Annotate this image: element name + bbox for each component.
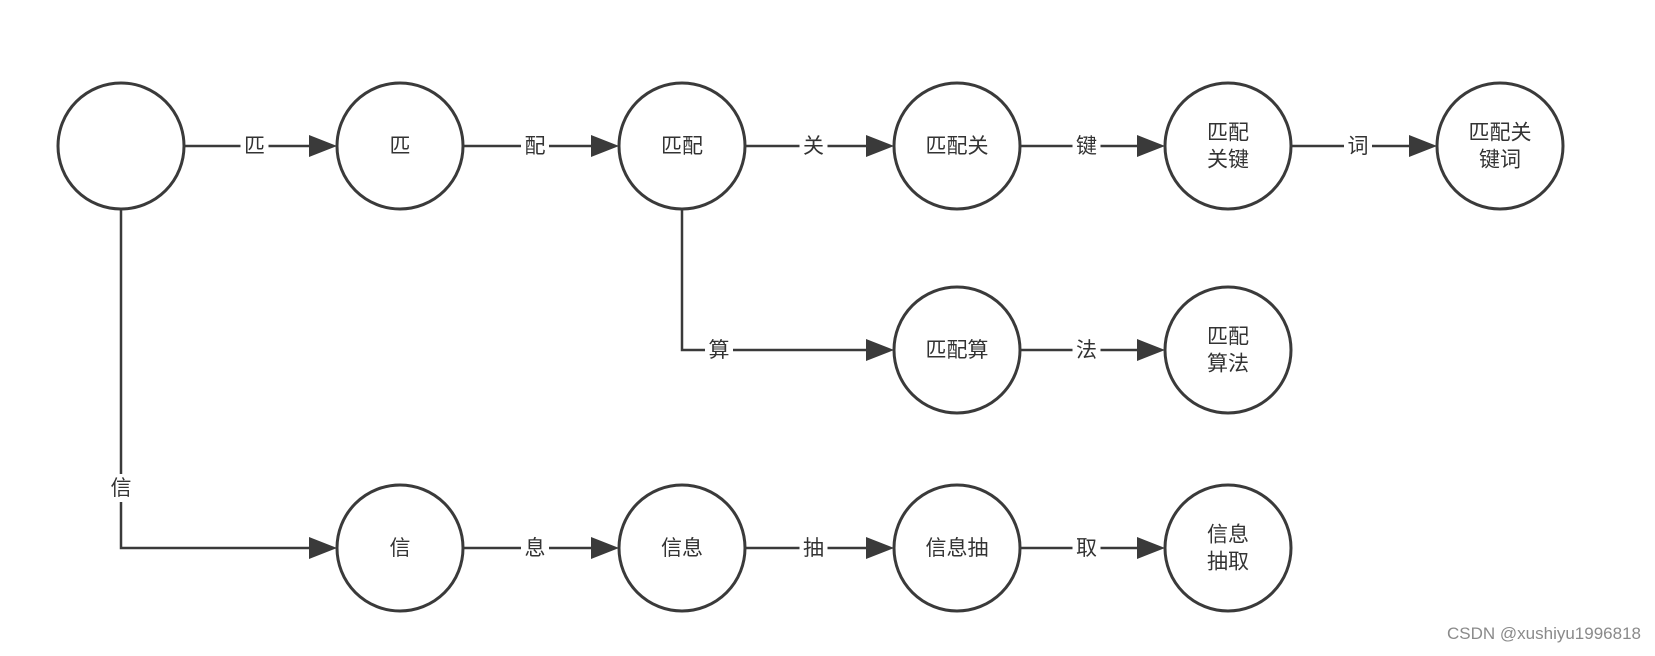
node-circle (1163, 285, 1293, 415)
edge-label: 配 (525, 134, 546, 158)
edge-label: 抽 (803, 536, 824, 560)
node-circle (1163, 483, 1293, 613)
trie-node-n2: 匹配 (617, 81, 747, 211)
node-circle (617, 81, 747, 211)
node-circle (335, 483, 465, 613)
edge-n4-n5: 词 (1291, 132, 1437, 160)
node-label: 键词 (1479, 148, 1521, 172)
edge-label: 关 (803, 134, 824, 158)
node-label: 关键 (1207, 148, 1249, 172)
edge-label-bg (107, 474, 135, 502)
trie-node-n10: 信息抽 (892, 483, 1022, 613)
trie-node-root (56, 81, 186, 211)
edge-n9-n10: 抽 (745, 534, 894, 562)
edge-label-bg (1072, 132, 1101, 160)
node-label: 匹配 (1207, 325, 1249, 349)
node-label: 匹配 (661, 134, 703, 158)
node-label: 匹 (390, 134, 411, 158)
edge-n8-n9: 息 (463, 534, 619, 562)
node-circle (617, 483, 747, 613)
edge-label-bg (521, 132, 549, 160)
node-circle (56, 81, 186, 211)
edge-label-bg (1072, 534, 1101, 562)
node-label: 匹配算 (926, 338, 989, 362)
arrow-head (309, 135, 337, 157)
node-circle (335, 81, 465, 211)
watermark: CSDN @xushiyu1996818 (1447, 624, 1641, 643)
nodes-layer: 匹匹配匹配关匹配关键匹配关键词匹配算匹配算法信信息信息抽信息抽取 (56, 81, 1565, 613)
node-circle (1435, 81, 1565, 211)
edge-line (680, 209, 868, 352)
edge-label: 匹 (244, 134, 265, 158)
edge-label-bg (799, 132, 828, 160)
node-label: 信 (390, 536, 411, 560)
edge-n6-n7: 法 (1020, 336, 1165, 364)
edge-label: 取 (1076, 536, 1097, 560)
edges-layer: 匹配关键词算法信息抽取 (107, 132, 1437, 562)
edge-label-bg (1344, 132, 1372, 160)
arrow-head (1409, 135, 1437, 157)
node-circle (892, 483, 1022, 613)
arrow-head (1137, 339, 1165, 361)
node-label: 信息抽 (926, 536, 989, 560)
trie-node-n3: 匹配关 (892, 81, 1022, 211)
node-label: 匹配 (1207, 121, 1249, 145)
node-label: 匹配关 (926, 134, 989, 158)
edge-label: 词 (1348, 134, 1369, 158)
arrow-head (591, 135, 619, 157)
arrow-head (866, 537, 894, 559)
arrow-head (866, 339, 894, 361)
edge-n2-n6: 算 (680, 209, 894, 364)
arrow-head (309, 537, 337, 559)
arrow-head (1137, 135, 1165, 157)
edge-label: 算 (709, 338, 730, 362)
trie-node-n8: 信 (335, 483, 465, 613)
edge-n3-n4: 键 (1020, 132, 1165, 160)
edge-root-n1: 匹 (184, 132, 337, 160)
edge-label-bg (240, 132, 269, 160)
node-circle (1163, 81, 1293, 211)
edge-label-bg (799, 534, 828, 562)
node-circle (892, 285, 1022, 415)
edge-root-n8: 信 (107, 209, 337, 559)
node-label: 抽取 (1207, 550, 1249, 574)
node-label: 信息 (1207, 523, 1249, 547)
node-label: 信息 (661, 536, 703, 560)
edge-label: 息 (525, 536, 546, 560)
trie-node-n9: 信息 (617, 483, 747, 613)
edge-n1-n2: 配 (463, 132, 619, 160)
node-circle (892, 81, 1022, 211)
arrow-head (591, 537, 619, 559)
edge-n10-n11: 取 (1020, 534, 1165, 562)
edge-label: 法 (1076, 338, 1097, 362)
edge-label-bg (521, 534, 549, 562)
node-label: 匹配关 (1469, 121, 1532, 145)
edge-label-bg (705, 336, 733, 364)
edge-label: 信 (111, 476, 132, 500)
edge-label-bg (1072, 336, 1101, 364)
edge-n2-n3: 关 (745, 132, 894, 160)
arrow-head (866, 135, 894, 157)
edge-label: 键 (1076, 134, 1097, 158)
trie-node-n6: 匹配算 (892, 285, 1022, 415)
trie-node-n1: 匹 (335, 81, 465, 211)
arrow-head (1137, 537, 1165, 559)
node-label: 算法 (1207, 352, 1249, 376)
edge-line (119, 209, 311, 550)
